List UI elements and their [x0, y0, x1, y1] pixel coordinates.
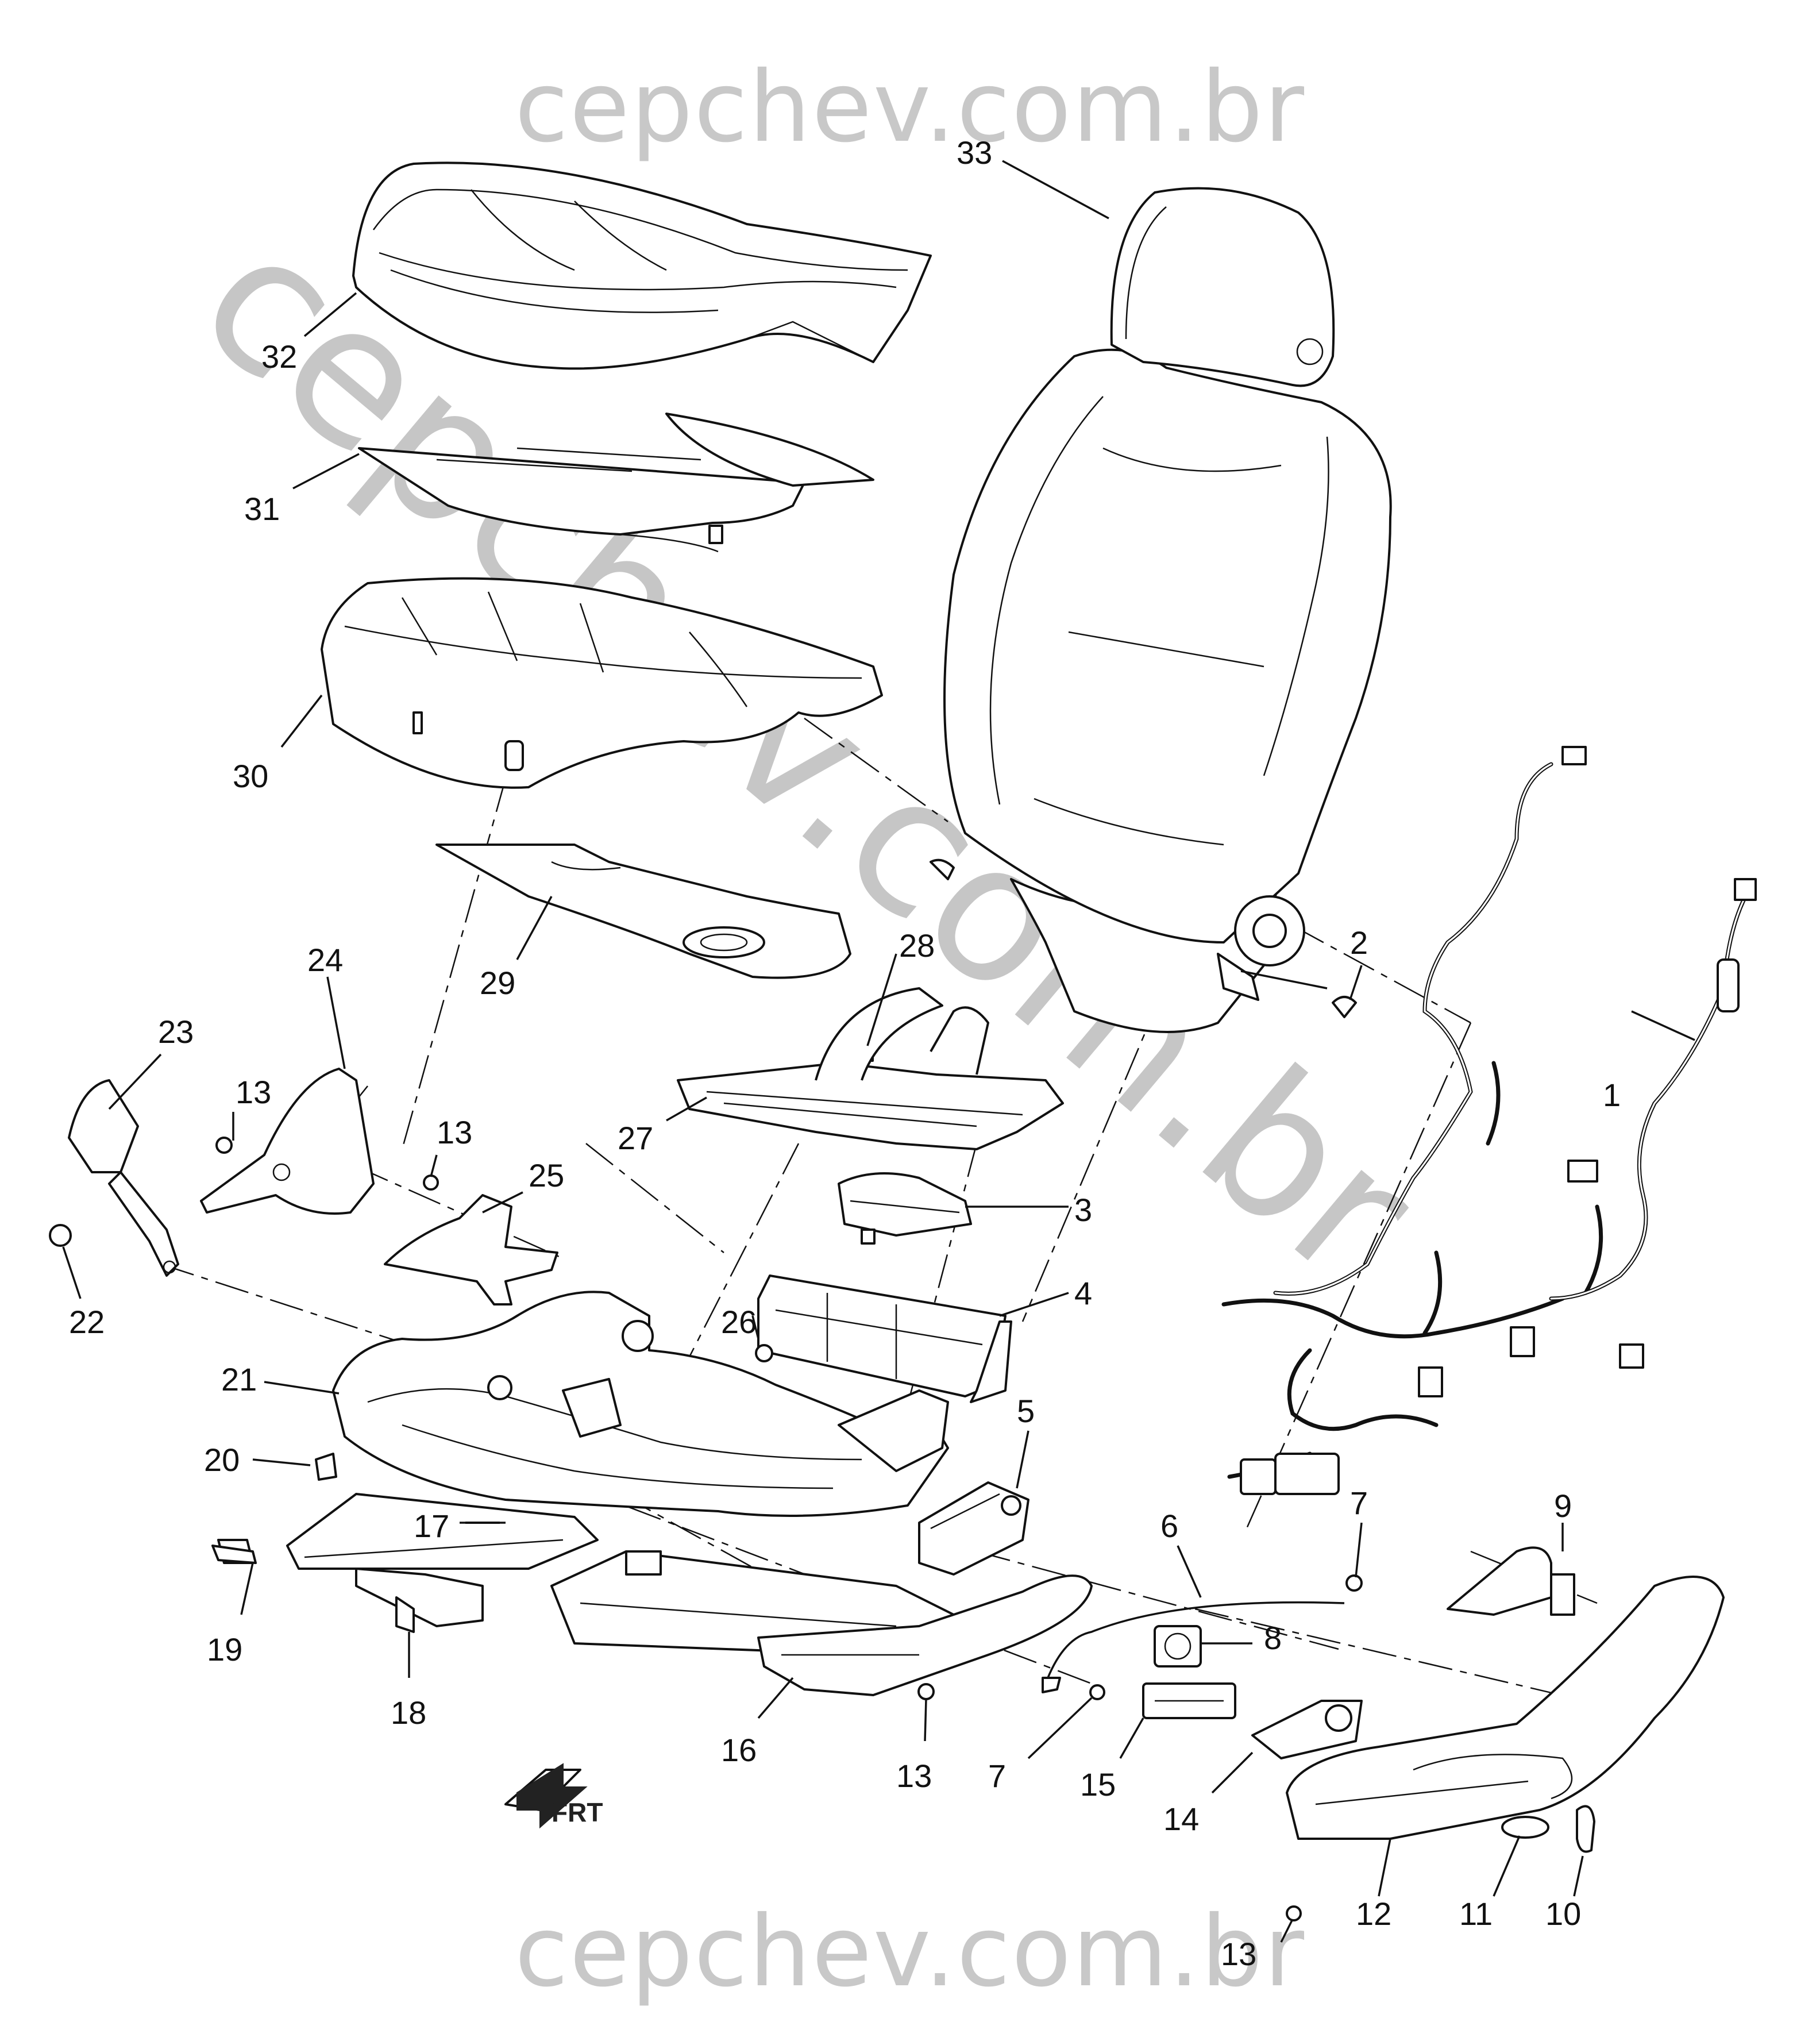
callout-24: 24 — [307, 942, 343, 978]
callout-5: 5 — [1017, 1393, 1035, 1429]
seat-heater-mat — [358, 413, 874, 553]
callout-7b: 7 — [988, 1758, 1006, 1794]
callout-2: 2 — [1350, 925, 1368, 961]
seat-side-shield-outer — [1286, 1576, 1725, 1840]
control-module-4 — [757, 1274, 1012, 1403]
callout-18: 18 — [391, 1695, 426, 1731]
callout-8: 8 — [1264, 1620, 1282, 1656]
watermark-bottom: cepchev.com.br — [515, 1895, 1305, 2009]
callout-7a: 7 — [1350, 1485, 1368, 1521]
seat-belt-buckle-23 — [68, 1079, 179, 1277]
seat-wiring-harness — [1221, 746, 1757, 1495]
callout-26: 26 — [721, 1304, 757, 1340]
callout-16: 16 — [721, 1732, 757, 1768]
callout-4: 4 — [1074, 1275, 1092, 1311]
callout-32: 32 — [261, 338, 297, 375]
switch-15 — [1142, 1682, 1236, 1719]
bracket-9 — [1447, 1546, 1575, 1616]
seat-back-assembly — [930, 187, 1392, 1033]
seat-cushion-pad — [321, 577, 883, 789]
track-end-cap-19 — [211, 1545, 257, 1564]
callout-13a: 13 — [236, 1074, 271, 1110]
callout-27: 27 — [618, 1120, 653, 1156]
callout-13c: 13 — [896, 1758, 932, 1794]
callout-9: 9 — [1554, 1488, 1572, 1524]
front-orientation-arrow-icon: FRT — [504, 1763, 603, 1829]
callout-25: 25 — [529, 1157, 564, 1193]
callout-12: 12 — [1356, 1896, 1391, 1932]
seat-cushion-cover — [352, 161, 932, 370]
callout-23: 23 — [158, 1014, 194, 1050]
callout-6: 6 — [1160, 1508, 1178, 1544]
callout-15: 15 — [1080, 1766, 1116, 1803]
callout-30: 30 — [233, 758, 268, 794]
seat-frame — [332, 1291, 949, 1517]
callout-10: 10 — [1545, 1896, 1581, 1932]
recliner-cover-24 — [200, 1068, 375, 1215]
cushion-pan — [435, 844, 851, 979]
callout-20: 20 — [204, 1442, 240, 1478]
callout-33: 33 — [957, 134, 992, 171]
callout-29: 29 — [480, 965, 515, 1001]
watermark-top: cepchev.com.br — [515, 51, 1305, 164]
callout-28: 28 — [899, 927, 935, 964]
knob-11 — [1501, 1816, 1549, 1839]
callout-19: 19 — [207, 1631, 242, 1668]
callout-22: 22 — [69, 1304, 105, 1340]
track-cover-18 — [355, 1568, 484, 1633]
callout-31: 31 — [244, 491, 280, 527]
callout-leaders — [62, 160, 1695, 1943]
callout-17: 17 — [414, 1508, 449, 1544]
callout-1: 1 — [1603, 1077, 1621, 1113]
callout-14: 14 — [1163, 1801, 1199, 1837]
adjuster-mechanism-3 — [838, 1172, 972, 1245]
callout-labels: 1 2 3 4 5 6 7 7 8 9 10 11 12 13 13 13 13… — [69, 134, 1621, 1972]
callout-3: 3 — [1074, 1192, 1092, 1228]
switch-bezel-14 — [1251, 1700, 1363, 1759]
callout-13b: 13 — [437, 1114, 472, 1150]
switch-8 — [1154, 1625, 1202, 1668]
adjuster-motor-5 — [918, 1481, 1029, 1576]
callout-11: 11 — [1459, 1896, 1493, 1932]
seat-track-outer — [286, 1493, 599, 1570]
knob-10 — [1576, 1805, 1595, 1853]
fasteners — [49, 996, 1363, 1921]
seat-side-trim-inner — [757, 1574, 1093, 1696]
cable-6 — [1042, 1601, 1345, 1693]
callout-21: 21 — [221, 1361, 257, 1397]
front-orientation-label: FRT — [552, 1797, 603, 1827]
trim-25 — [384, 1194, 558, 1306]
suspension-mat — [677, 987, 1064, 1150]
callout-13d: 13 — [1221, 1936, 1256, 1972]
